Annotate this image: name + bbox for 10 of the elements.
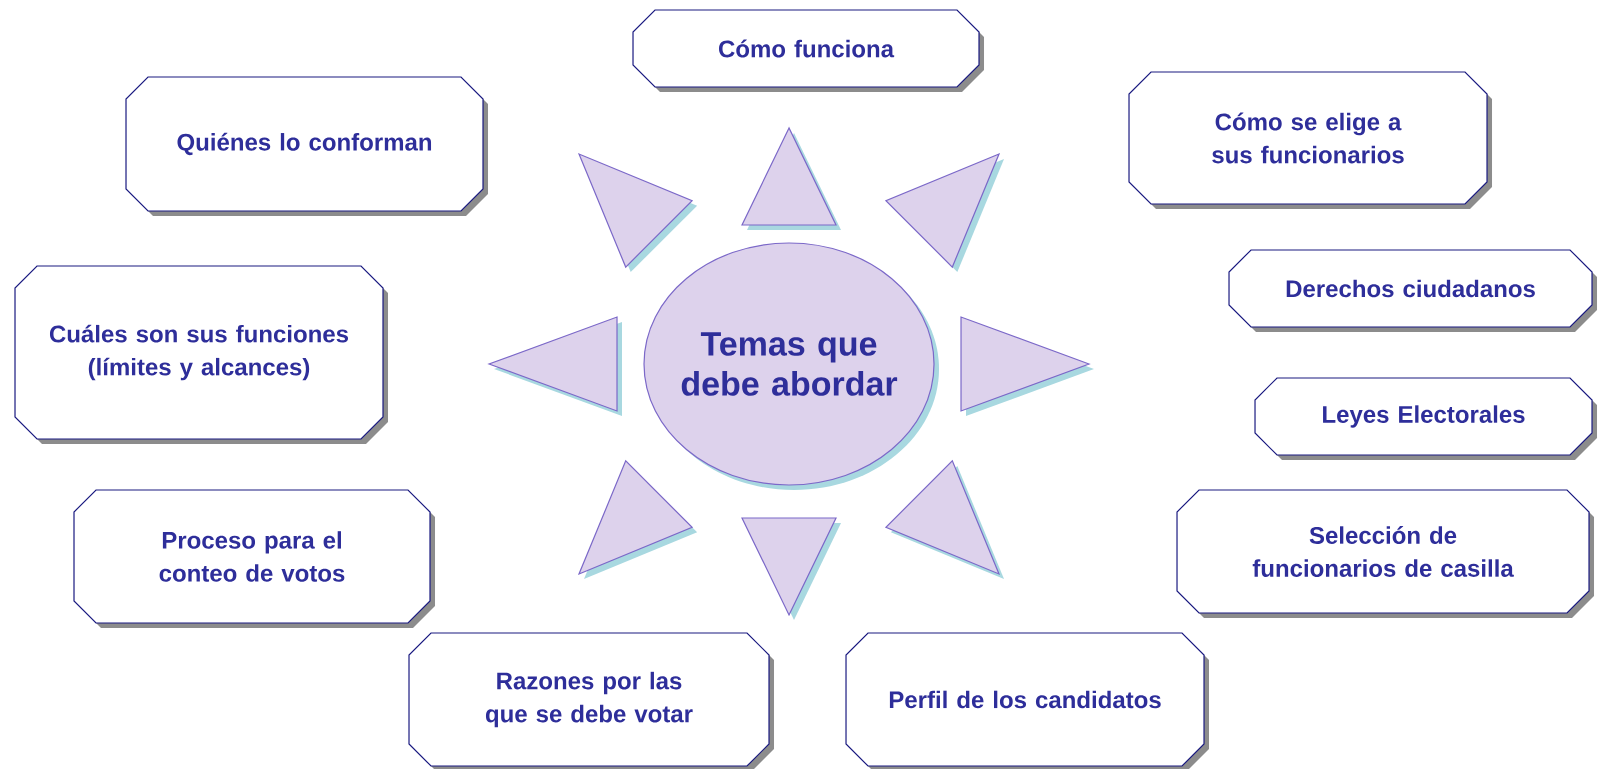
topic-box: Leyes Electorales	[1254, 377, 1597, 460]
topic-box: Perfil de los candidatos	[845, 632, 1209, 769]
topic-box: Cuáles son sus funciones (límites y alcances)	[14, 265, 388, 444]
topic-box: Cómo se elige a sus funcionarios	[1128, 71, 1492, 209]
topic-box: Selección de funcionarios de casilla	[1176, 489, 1594, 618]
topic-box: Cómo funciona	[632, 9, 984, 92]
topic-box: Derechos ciudadanos	[1228, 249, 1597, 332]
topic-box: Proceso para el conteo de votos	[73, 489, 435, 628]
topic-box: Razones por las que se debe votar	[408, 632, 774, 769]
topic-box: Quiénes lo conforman	[125, 76, 488, 216]
